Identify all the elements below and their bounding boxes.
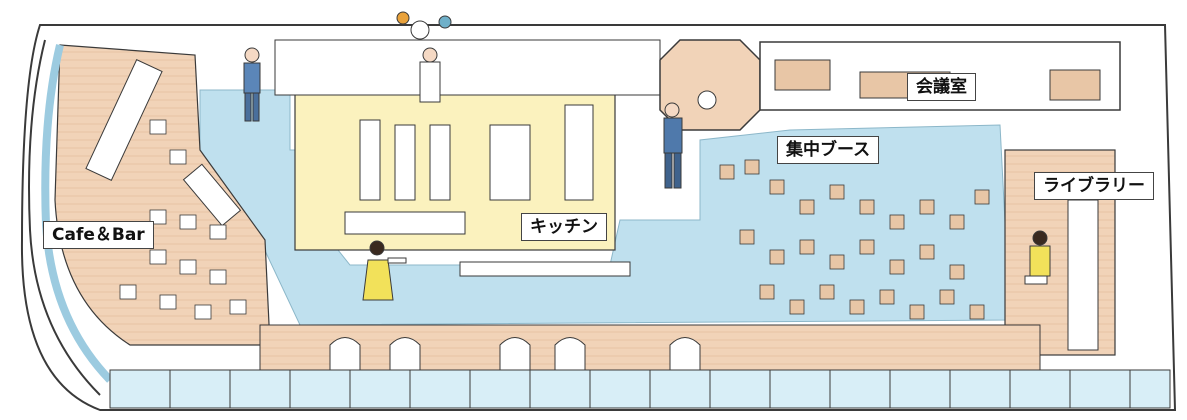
cafe-bar-label: Cafe＆Bar (43, 221, 154, 249)
kitchen-back-wall (274, 39, 661, 96)
kitchen-counter-d (489, 124, 531, 201)
left-window-wall (28, 39, 101, 396)
kitchen-front-counter (459, 261, 631, 277)
library-shelf (1067, 199, 1099, 351)
octagon-room (659, 39, 761, 131)
library-label: ライブラリー (1034, 172, 1154, 200)
facade-windows (109, 369, 1171, 409)
meeting-table-c (1049, 69, 1101, 101)
window-booth-arches (329, 337, 701, 370)
cafe-tables (119, 119, 247, 320)
octagon-table (697, 90, 717, 110)
bar-counter (85, 59, 163, 181)
meeting-table-a (774, 59, 831, 91)
woman-with-tray-figure (362, 240, 407, 301)
bar-shelf (182, 163, 242, 227)
kitchen-island (344, 211, 466, 235)
kitchen-counter-a (359, 119, 381, 201)
man-with-bag-figure (243, 47, 261, 122)
chef-figure (396, 11, 452, 103)
focus-booth-label: 集中ブース (777, 136, 880, 164)
meeting-room-label: 会議室 (907, 73, 976, 101)
kitchen-counter-c (429, 124, 451, 201)
man-with-tablet-figure (663, 102, 683, 189)
kitchen-label: キッチン (521, 213, 607, 241)
woman-reading-figure (1024, 230, 1051, 285)
window-seating-strip (259, 324, 1041, 371)
facade-mullions (169, 370, 1131, 408)
kitchen-counter-b (394, 124, 416, 201)
kitchen-counter-e (564, 104, 594, 201)
focus-booth-tables (719, 159, 990, 320)
